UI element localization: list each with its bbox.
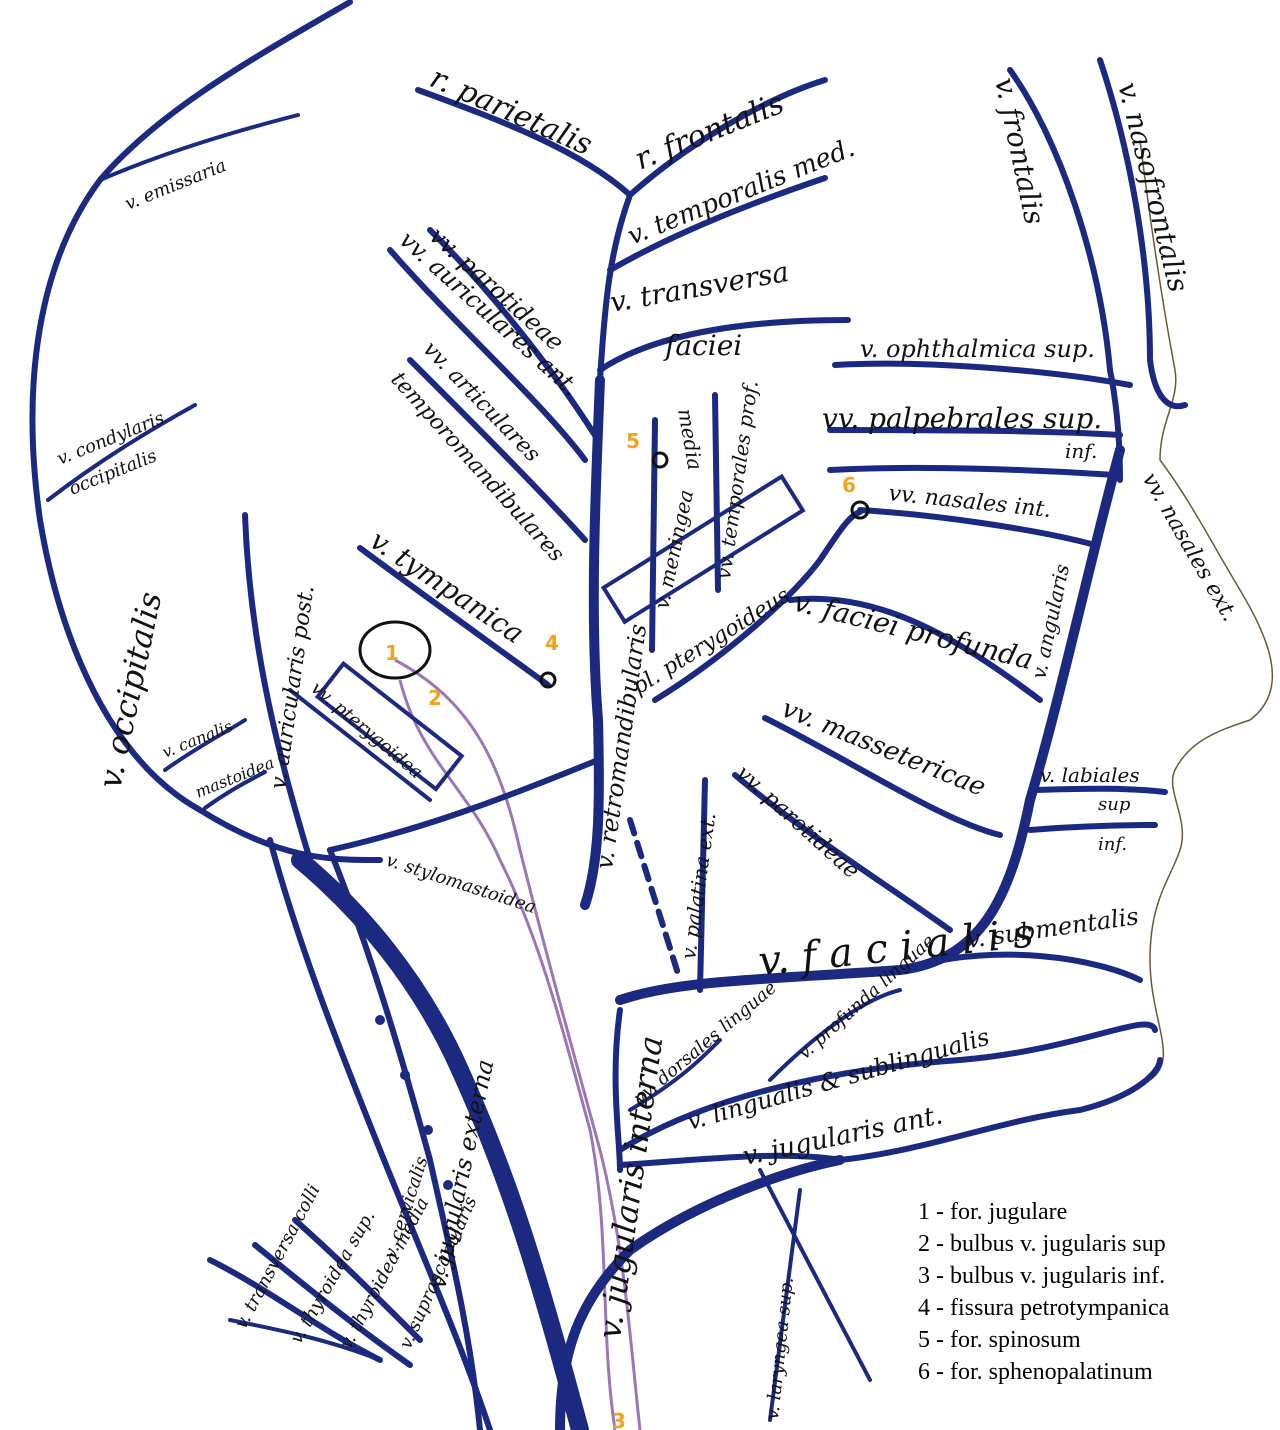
valve-dot — [400, 1070, 410, 1080]
label-faciei-profunda: v. faciei profunda — [790, 585, 1036, 676]
label-transversa: v. transversa — [607, 255, 791, 319]
label-labiales: v. labiales — [1040, 763, 1140, 787]
label-laryngea: v. laryngea sup. — [762, 1276, 798, 1420]
v-labialis-inf-branch — [1030, 825, 1155, 830]
label-canalis: v. canalis — [159, 716, 235, 761]
marker-4: 4 — [545, 631, 559, 655]
label-r-frontalis: r. frontalis — [630, 86, 789, 177]
label-pterygoidea: vv. pterygoidea — [307, 678, 427, 783]
label-nasales-ext: vv. nasales ext. — [1137, 469, 1242, 627]
valve-dot — [375, 1015, 385, 1025]
v-labialis-sup-branch — [1035, 789, 1165, 792]
label-palp-inf: inf. — [1065, 439, 1097, 463]
label-inf: inf. — [1098, 834, 1127, 855]
label-faciei: faciei — [663, 329, 742, 362]
label-ophthalmica: v. ophthalmica sup. — [860, 335, 1095, 363]
v-ophthalmica-sup-branch — [835, 364, 1130, 385]
label-sublingualis: v. lingualis & sublingualis — [684, 1023, 993, 1136]
marker-6: 6 — [842, 473, 856, 497]
legend-item-3: 3 - bulbus v. jugularis inf. — [918, 1260, 1278, 1292]
label-v-frontalis: v. frontalis — [988, 75, 1051, 228]
legend-item-2: 2 - bulbus v. jugularis sup — [918, 1228, 1278, 1260]
label-sup: sup — [1098, 794, 1131, 815]
legend-item-5: 5 - for. spinosum — [918, 1324, 1278, 1356]
legend-item-6: 6 - for. sphenopalatinum — [918, 1356, 1278, 1388]
v-retromandibularis-dashed — [630, 820, 680, 980]
label-palatina: v. palatina ext. — [676, 811, 720, 961]
v-stylomastoidea-branch — [330, 760, 598, 850]
label-stylomastoidea: v. stylomastoidea — [383, 850, 538, 918]
label-nasofrontalis: v. nasofrontalis — [1111, 79, 1195, 296]
marker-1: 1 — [385, 641, 399, 665]
label-parotidea: vv. parotideae — [731, 761, 864, 884]
label-media: media — [673, 407, 707, 472]
label-mastoidea: mastoidea — [192, 753, 276, 802]
legend-item-1: 1 - for. jugulare — [918, 1196, 1278, 1228]
label-massetericae: vv. massetericae — [777, 694, 990, 803]
label-jugularis-int: v. jugularis interna — [590, 1033, 670, 1341]
label-tympanica: v. tympanica — [364, 523, 530, 650]
marker-2: 2 — [428, 686, 442, 710]
vv-palpebrales-inf-branch — [830, 468, 1115, 475]
legend: 1 - for. jugulare 2 - bulbus v. jugulari… — [918, 1196, 1278, 1388]
label-palpebrales: vv. palpebrales sup. — [822, 402, 1102, 435]
label-r-parietalis: r. parietalis — [425, 60, 598, 163]
marker-3: 3 — [612, 1409, 626, 1430]
valve-dot — [423, 1125, 433, 1135]
legend-item-4: 4 - fissura petrotympanica — [918, 1292, 1278, 1324]
marker-5: 5 — [626, 429, 640, 453]
label-occipitalis: v. occipitalis — [91, 589, 170, 792]
